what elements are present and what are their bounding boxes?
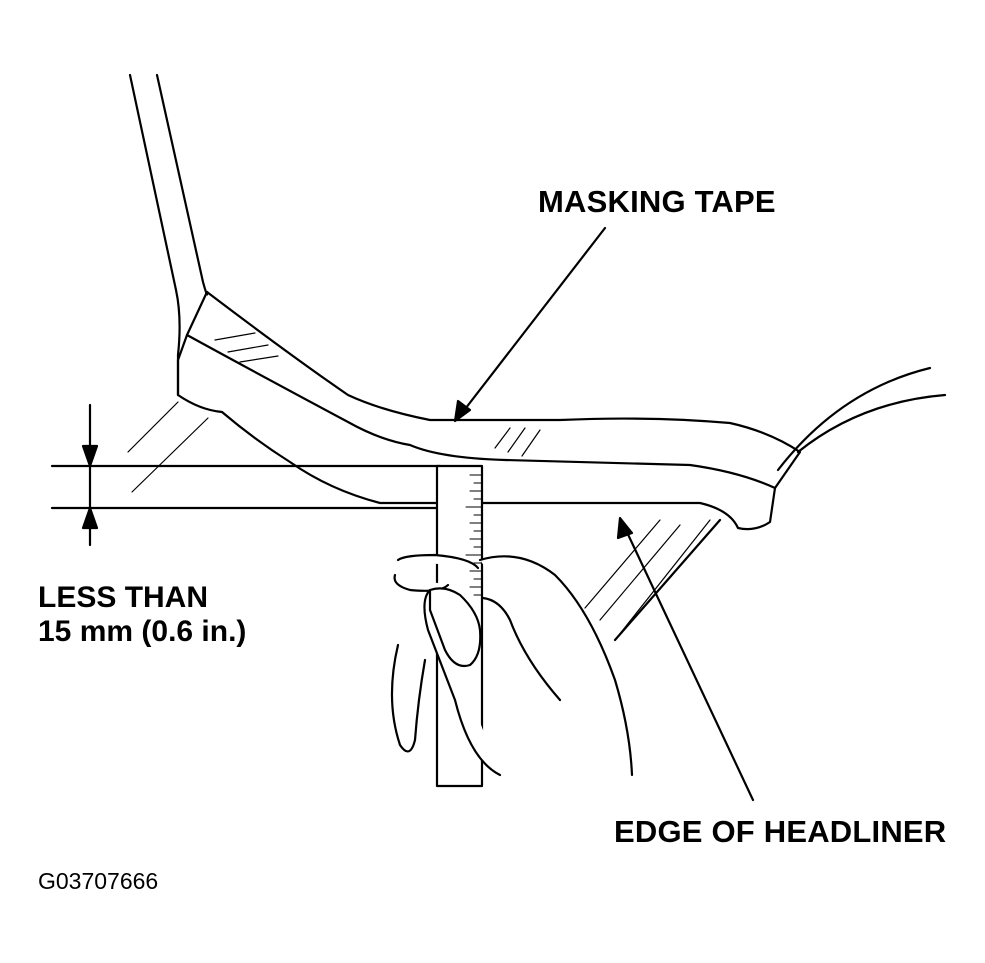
- edge-of-headliner-label: EDGE OF HEADLINER: [614, 814, 947, 849]
- dimension-arrow-top: [81, 444, 99, 468]
- windshield-edge: [613, 518, 722, 642]
- measurement-label-line1: LESS THAN: [38, 581, 209, 614]
- edge-leader: [623, 526, 755, 802]
- windshield-hatching: [127, 401, 711, 641]
- edge-arrowhead: [616, 516, 634, 540]
- left-pillar-outer: [128, 73, 181, 397]
- masking-tape-band: [185, 290, 802, 490]
- left-pillar-inner: [155, 73, 209, 296]
- tape-hatching: [214, 332, 541, 457]
- right-pillar-outer: [776, 366, 932, 472]
- headliner-body: [176, 333, 777, 531]
- measurement-label-line2: 15 mm (0.6 in.): [38, 615, 247, 648]
- right-pillar-inner: [796, 393, 947, 454]
- hand: [390, 553, 634, 777]
- masking-tape-arrowhead: [453, 399, 472, 423]
- thumb: [428, 587, 482, 668]
- figure-code: G03707666: [38, 868, 159, 894]
- dimension-arrow-bottom: [81, 506, 99, 530]
- masking-tape-leader: [460, 226, 607, 415]
- masking-tape-label: MASKING TAPE: [538, 184, 776, 219]
- ruler-ticks: [465, 474, 483, 596]
